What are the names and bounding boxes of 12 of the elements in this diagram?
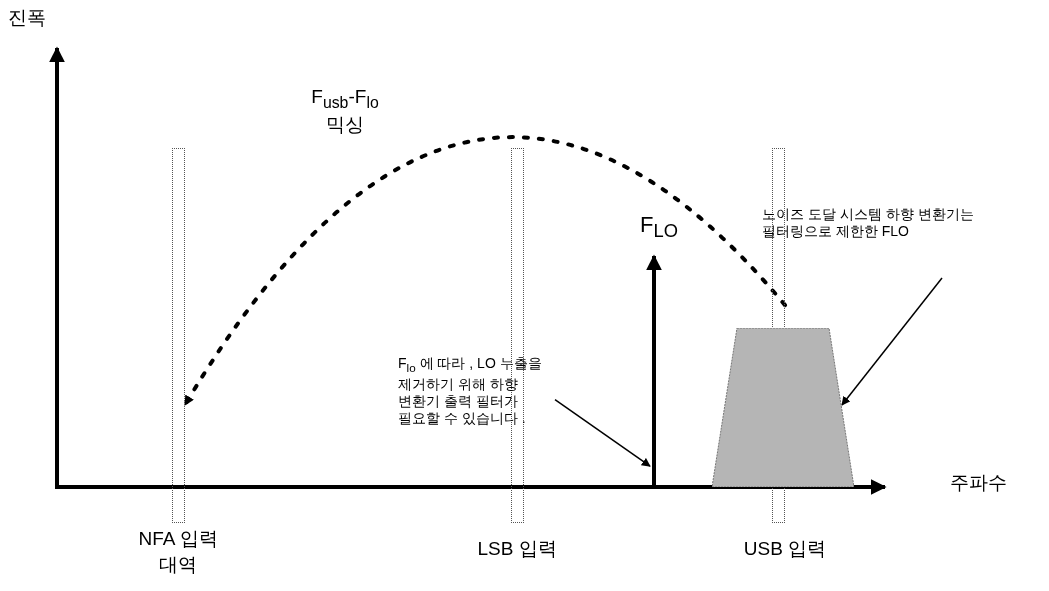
axis-label: 진폭: [8, 6, 46, 30]
leader-arrow: [554, 398, 651, 467]
annotation-text: 노이즈 도달 시스템 하향 변환기는 필터링으로 제한한 FLO: [762, 206, 1012, 240]
signal-label: F$_{LO}$: [640, 212, 678, 243]
band-label: USB 입력: [742, 537, 828, 561]
band-label: LSB 입력: [476, 537, 558, 561]
leader-arrow: [841, 277, 943, 406]
axis-label: 주파수: [950, 471, 1007, 495]
edge-label: F$_{usb}$-F$_{lo}$ 믹싱: [310, 86, 380, 136]
band-label: NFA 입력 대역: [137, 527, 219, 577]
dashed-arrow: [183, 135, 787, 407]
annotation-text: F$_{lo}$ 에 따라 , LO 누출을 제거하기 위해 하향 변환기 출력 필터가 필요할 수 있습니다 .: [398, 355, 563, 427]
